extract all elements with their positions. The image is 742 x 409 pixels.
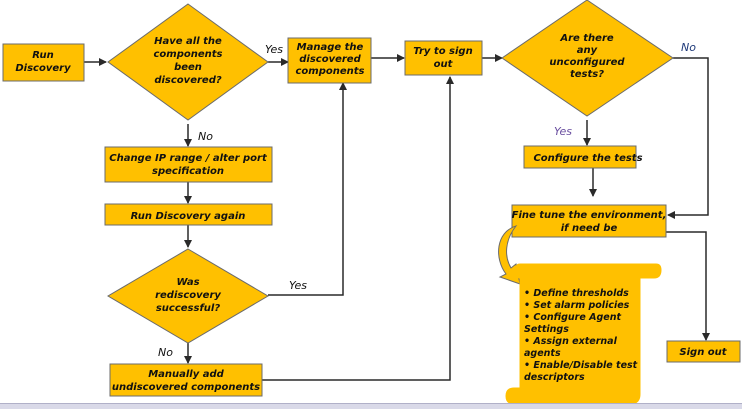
sign-out-text: Sign out xyxy=(679,347,727,358)
bottom-border xyxy=(0,403,742,409)
edge-no-to-finetune xyxy=(667,57,709,219)
label-yes-2: Yes xyxy=(289,279,307,292)
box-fine-tune xyxy=(511,204,667,238)
box-configure-tests xyxy=(523,145,637,169)
diamond-all-discovered xyxy=(107,3,269,121)
diamond-rediscovery xyxy=(107,248,269,344)
diamond-unconfigured-tests xyxy=(501,0,674,117)
box-run-discovery xyxy=(2,43,85,82)
box-manual-add xyxy=(109,363,263,397)
label-no-3: No xyxy=(681,41,696,54)
scroll-item: • Define thresholds • Set alarm policies… xyxy=(524,288,641,383)
label-yes-3: Yes xyxy=(554,125,572,138)
edge-manual-to-signout xyxy=(262,76,454,381)
label-yes-1: Yes xyxy=(265,43,283,56)
edge-finetune-to-sign-out xyxy=(666,231,710,341)
scroll-body xyxy=(505,263,662,405)
box-manage-components xyxy=(287,37,372,84)
box-try-sign-out xyxy=(404,40,483,76)
box-change-ip xyxy=(104,146,273,183)
curved-arrow-icon xyxy=(498,225,521,285)
box-run-again xyxy=(104,203,273,226)
run-again-text: Run Discovery again xyxy=(131,211,246,222)
fine-tune-text: Fine tune the environment,if need be xyxy=(512,210,667,234)
box-sign-out xyxy=(666,340,741,363)
configure-tests-text: Configure the tests xyxy=(533,153,642,164)
label-no-2: No xyxy=(158,346,173,359)
scroll-list xyxy=(498,225,662,405)
label-no-1: No xyxy=(198,130,213,143)
edge-yes-to-manage-up xyxy=(268,82,347,296)
